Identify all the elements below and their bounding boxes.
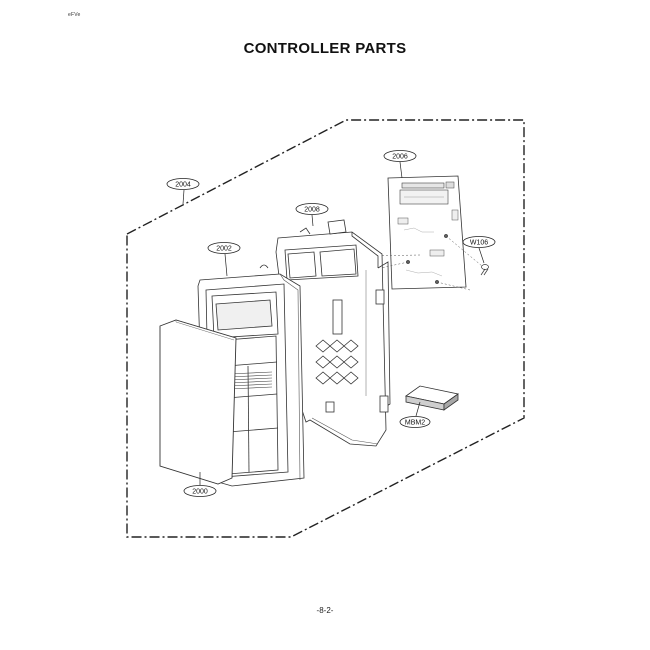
frame-housing: [275, 219, 391, 447]
screw-part: [480, 264, 489, 276]
page-title: CONTROLLER PARTS: [243, 40, 407, 57]
document-code: eFVe: [68, 12, 81, 18]
callout-2004-label: 2004: [175, 182, 191, 189]
callout-W106: W106: [462, 236, 496, 264]
callout-2002-label: 2002: [216, 246, 232, 253]
callout-2006: 2006: [383, 150, 417, 179]
page-number: -8-2-: [316, 606, 334, 615]
callout-W106-label: W106: [470, 240, 488, 247]
membrane-overlay: [159, 319, 237, 485]
assembly-boundary: [126, 119, 525, 538]
callout-2008-label: 2008: [304, 207, 320, 214]
callout-MBM2-label: MBM2: [405, 420, 425, 427]
callout-2004: 2004: [166, 178, 200, 205]
callout-2006-label: 2006: [392, 154, 408, 161]
callout-MBM2: MBM2: [399, 401, 431, 428]
module-part: [405, 385, 459, 411]
callout-2002: 2002: [207, 242, 241, 277]
pcb-board: [387, 175, 467, 290]
callout-2008: 2008: [295, 203, 329, 227]
callout-2000: 2000: [183, 472, 217, 497]
callout-2000-label: 2000: [192, 489, 208, 496]
